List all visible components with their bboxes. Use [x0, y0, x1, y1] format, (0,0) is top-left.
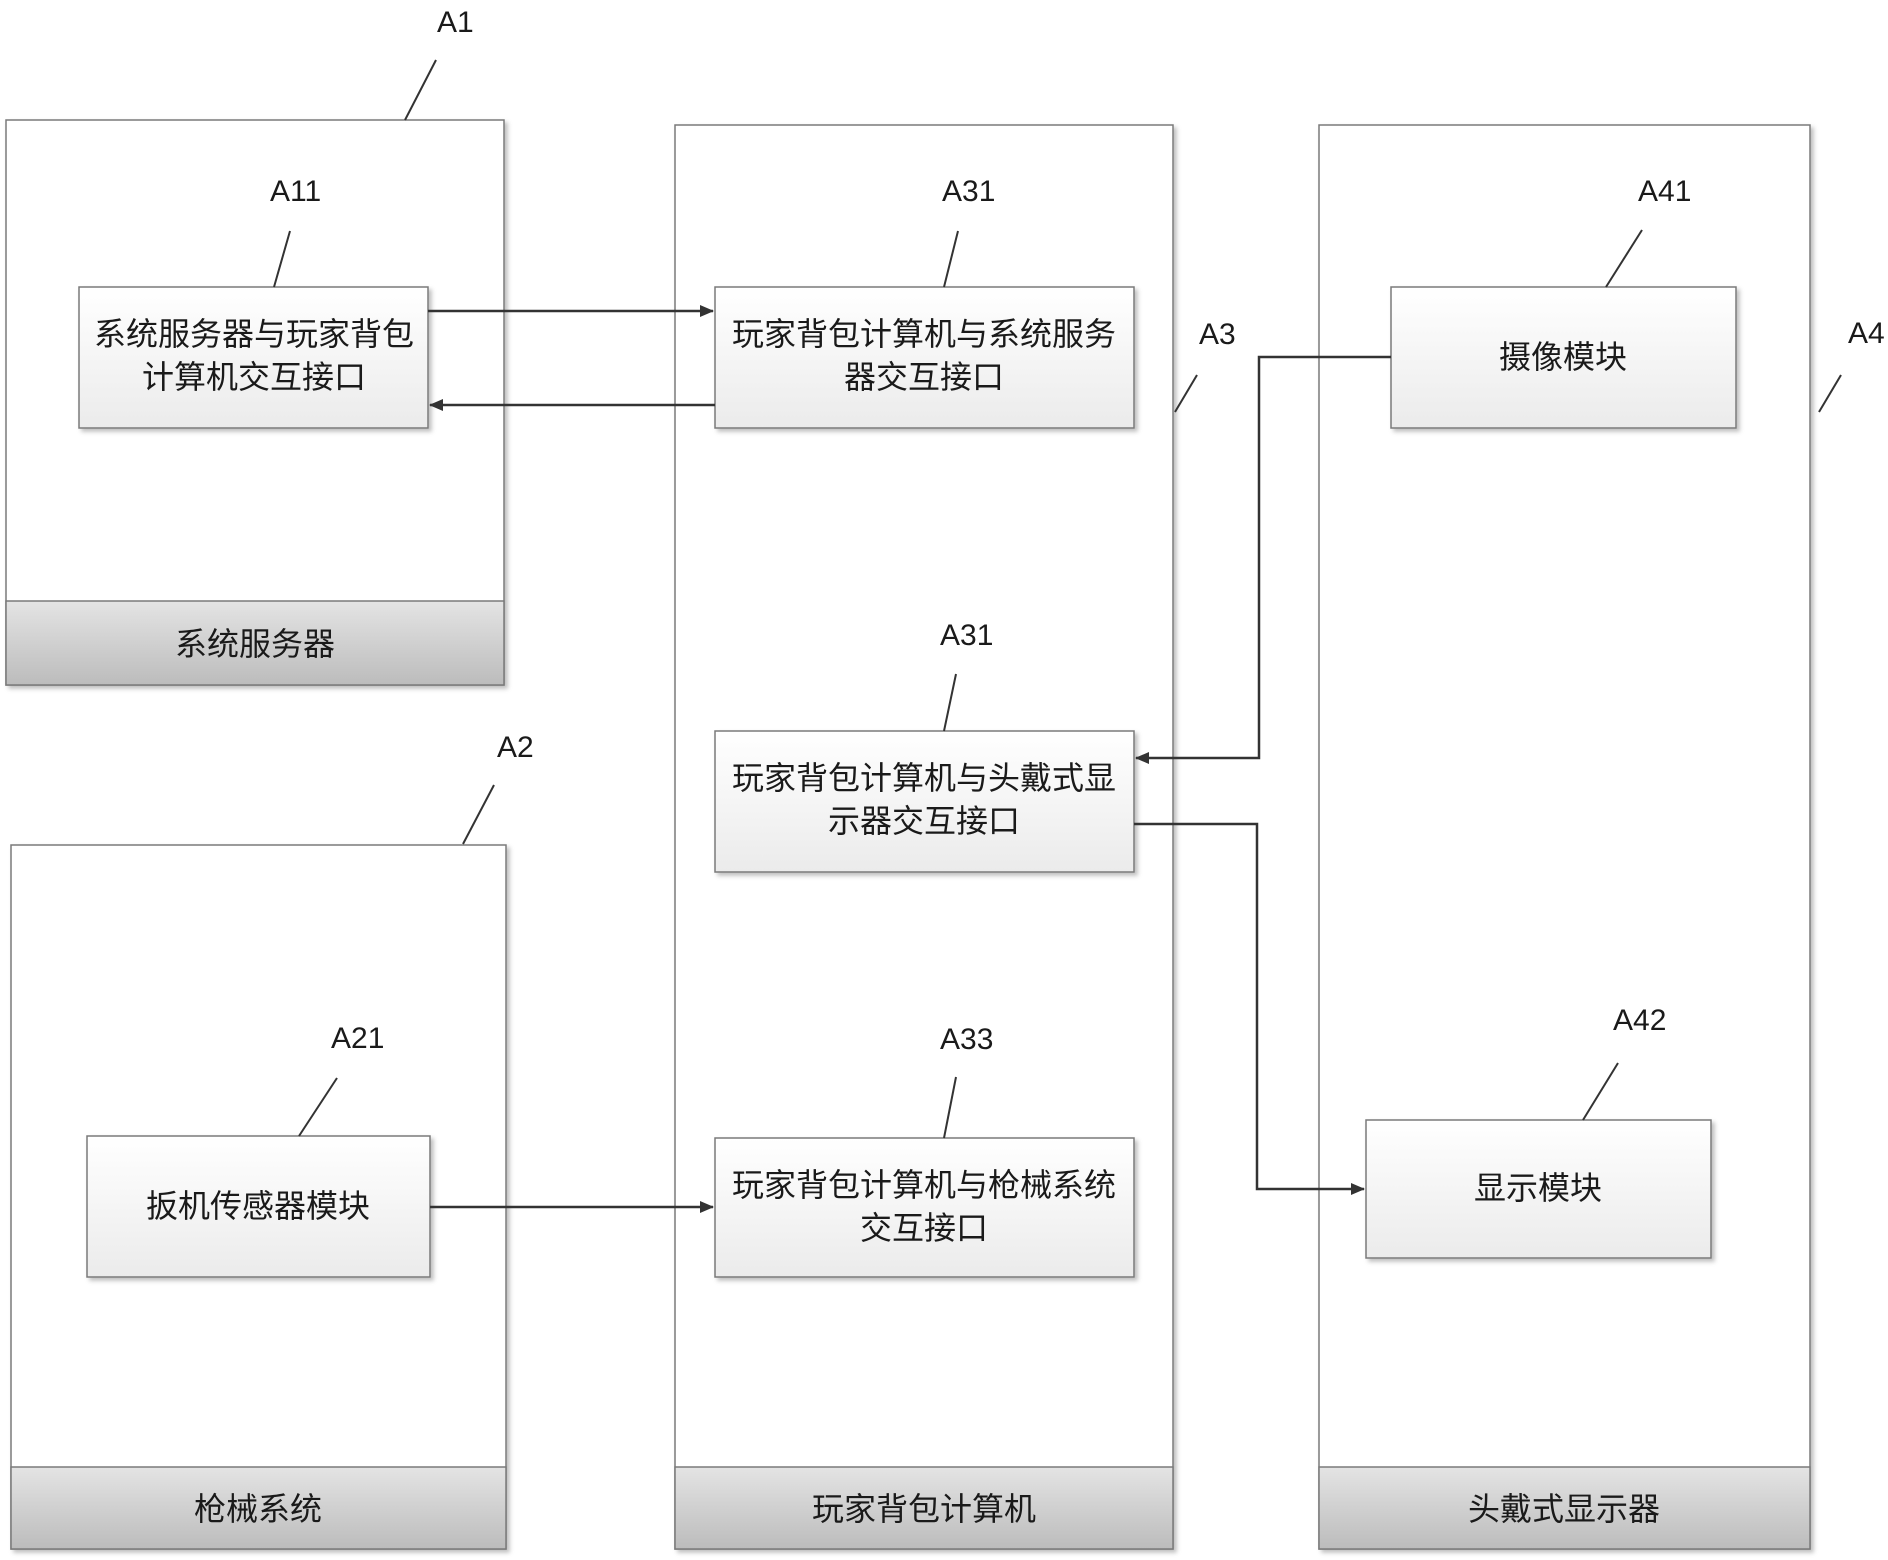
module-label-line2: 计算机交互接口 — [142, 358, 366, 396]
container-footer-label: 枪械系统 — [194, 1490, 322, 1528]
module-label-line2: 交互接口 — [860, 1209, 988, 1247]
ref-label-a33: A33 — [940, 1023, 993, 1056]
module-backpack-gun-interface: 玩家背包计算机与枪械系统 交互接口 — [715, 1138, 1134, 1277]
module-backpack-hmd-interface: 玩家背包计算机与头戴式显 示器交互接口 — [715, 731, 1134, 872]
module-label-line1: 玩家背包计算机与头戴式显 — [732, 759, 1116, 797]
ref-label-a31-mid: A31 — [940, 619, 993, 652]
module-camera: 摄像模块 — [1391, 287, 1736, 428]
module-label-line1: 玩家背包计算机与枪械系统 — [732, 1166, 1116, 1204]
module-label-line2: 示器交互接口 — [828, 802, 1020, 840]
ref-label-a3: A3 — [1199, 318, 1236, 351]
leader-line-a3 — [1175, 375, 1197, 412]
module-trigger-sensor: 扳机传感器模块 — [87, 1136, 430, 1277]
ref-label-a4: A4 — [1848, 317, 1885, 350]
module-label-line1: 系统服务器与玩家背包 — [94, 315, 414, 353]
module-display: 显示模块 — [1366, 1120, 1711, 1258]
module-backpack-server-interface: 玩家背包计算机与系统服务 器交互接口 — [715, 287, 1134, 428]
ref-label-a42: A42 — [1613, 1004, 1666, 1037]
ref-label-a41: A41 — [1638, 175, 1691, 208]
leader-line-a4 — [1819, 375, 1841, 412]
ref-label-a21: A21 — [331, 1022, 384, 1055]
module-label-line1: 摄像模块 — [1499, 338, 1627, 376]
ref-label-a11: A11 — [270, 175, 321, 208]
leader-line-a1 — [405, 60, 436, 120]
ref-label-a2: A2 — [497, 731, 534, 764]
module-label-line1: 玩家背包计算机与系统服务 — [732, 315, 1116, 353]
module-server-backpack-interface: 系统服务器与玩家背包 计算机交互接口 — [79, 287, 428, 428]
module-label-line2: 器交互接口 — [844, 358, 1004, 396]
leader-line-a2 — [463, 785, 494, 844]
container-footer-label: 系统服务器 — [175, 625, 335, 663]
container-footer-label: 玩家背包计算机 — [812, 1490, 1036, 1528]
module-label-line1: 扳机传感器模块 — [146, 1187, 370, 1225]
ref-label-a1: A1 — [437, 6, 474, 39]
module-label-line1: 显示模块 — [1474, 1169, 1602, 1207]
ref-label-a31-top: A31 — [942, 175, 995, 208]
container-footer-label: 头戴式显示器 — [1468, 1490, 1660, 1528]
